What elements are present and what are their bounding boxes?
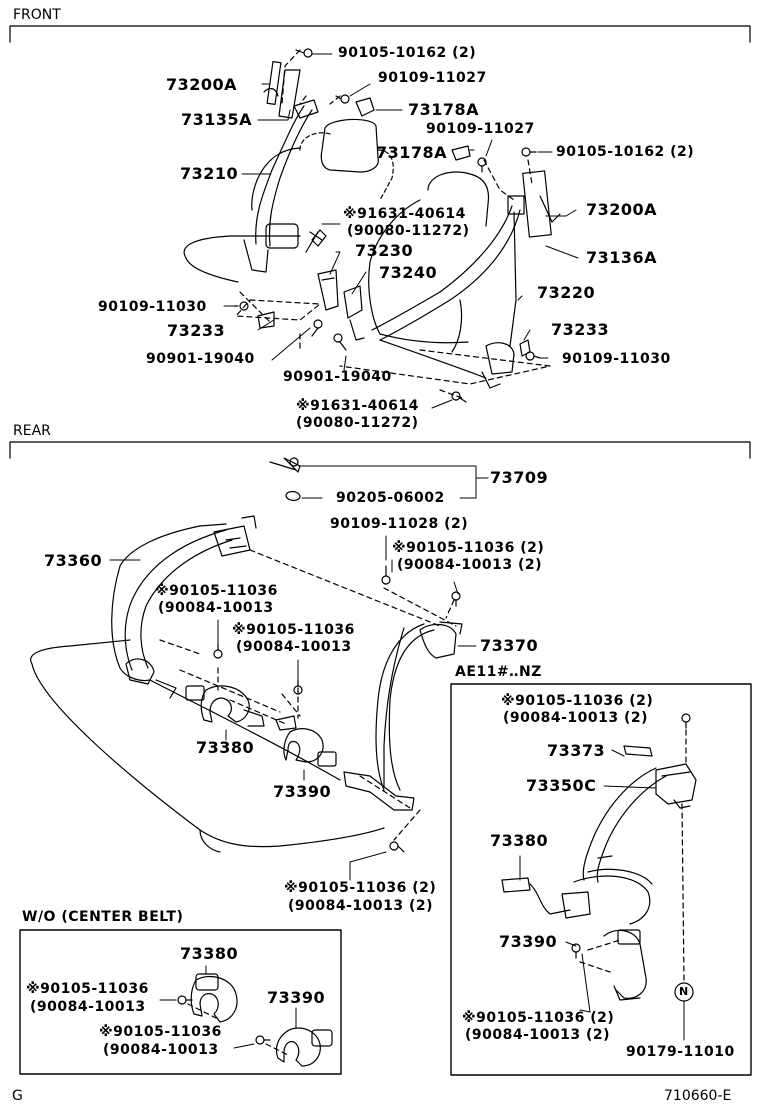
section-front-title: FRONT <box>13 7 61 23</box>
part-label: 73380 <box>490 831 549 850</box>
part-label: 73390 <box>273 782 332 801</box>
part-label: 73135A <box>181 110 253 129</box>
part-label: 73380 <box>196 738 255 757</box>
part-label: 73178A <box>408 100 480 119</box>
part-label: 90109-11027 <box>426 121 535 137</box>
rear-frame <box>9 441 751 459</box>
rear-seat-outline <box>30 523 405 853</box>
part-label: 73233 <box>167 321 226 340</box>
part-label: 90109-11030 <box>562 351 671 367</box>
part-label: (90084-10013 <box>30 999 146 1015</box>
part-label: 73136A <box>586 248 658 267</box>
part-label: ※90105-11036 <box>232 622 355 638</box>
section-rear-title: REAR <box>13 423 51 439</box>
part-label: (90084-10013 (2) <box>288 898 434 914</box>
part-label: 73200A <box>166 75 238 94</box>
front-frame <box>9 25 751 43</box>
part-label: ※90105-11036 (2) <box>501 693 654 709</box>
part-label: 73709 <box>490 468 549 487</box>
part-label: ※90105-11036 <box>155 583 278 599</box>
wo-leader-lines <box>159 965 297 1049</box>
rear-leader-lines <box>109 465 489 881</box>
part-label: 73210 <box>180 164 239 183</box>
part-label: ※90105-11036 (2) <box>284 880 437 896</box>
rear-bolts <box>213 457 461 853</box>
part-label: 73390 <box>267 988 326 1007</box>
front-seat-outline <box>183 118 490 353</box>
part-label: (90084-10013 <box>103 1042 219 1058</box>
wo-buckles <box>177 973 333 1067</box>
part-label: 90901-19040 <box>146 351 255 367</box>
part-label: ※90105-11036 (2) <box>392 540 545 556</box>
part-label: 90105-10162 (2) <box>338 45 477 61</box>
ae11-seatbelt <box>501 713 697 1002</box>
part-label: ※91631-40614 <box>296 398 419 414</box>
part-label: 73390 <box>499 932 558 951</box>
wo-center-belt-box <box>19 929 342 1075</box>
front-leader-lines <box>223 53 579 409</box>
part-label: 73350C <box>526 776 597 795</box>
part-label: 90901-19040 <box>283 369 392 385</box>
part-label: 90105-10162 (2) <box>556 144 695 160</box>
part-label: ※91631-40614 <box>343 206 466 222</box>
part-label: 73240 <box>379 263 438 282</box>
figure-number: 710660-E <box>664 1088 732 1104</box>
footer-left-code: G <box>12 1088 23 1104</box>
front-right-seatbelt <box>371 170 561 389</box>
rear-dashed-guides <box>159 549 457 841</box>
part-label: 90205-06002 <box>336 490 445 506</box>
part-label: ※90105-11036 <box>99 1024 222 1040</box>
part-label: (90084-10013 (2) <box>465 1027 611 1043</box>
part-label: 73178A <box>376 143 448 162</box>
note-marker-n: N <box>679 985 689 998</box>
front-left-seatbelt <box>243 61 319 273</box>
part-label: (90084-10013 <box>158 600 274 616</box>
part-label: 73360 <box>44 551 103 570</box>
part-label: 90109-11027 <box>378 70 487 86</box>
part-label: (90084-10013 <box>236 639 352 655</box>
part-label: 73200A <box>586 200 658 219</box>
part-label: 73220 <box>537 283 596 302</box>
part-label: 90109-11028 (2) <box>330 516 469 532</box>
ae11-leader-lines <box>519 749 685 1041</box>
rear-right-seatbelt <box>343 621 463 811</box>
section-wo-center-belt-title: W/O (CENTER BELT) <box>22 909 184 925</box>
part-label: (90080-11272) <box>347 223 470 239</box>
rear-left-seatbelt <box>124 515 257 699</box>
part-label: 90109-11030 <box>98 299 207 315</box>
part-label: ※90105-11036 <box>26 981 149 997</box>
part-label: 73373 <box>547 741 606 760</box>
part-label: 73233 <box>551 320 610 339</box>
wo-dashed-guides <box>187 1003 291 1057</box>
part-label: 90179-11010 <box>626 1044 735 1060</box>
rear-buckles <box>185 685 337 767</box>
front-bolts <box>233 48 541 403</box>
part-label: ※90105-11036 (2) <box>462 1010 615 1026</box>
part-label: (90084-10013 (2) <box>503 710 649 726</box>
part-label: 73380 <box>180 944 239 963</box>
part-label: 73370 <box>480 636 539 655</box>
ae11-dashed-guides <box>579 729 687 983</box>
part-label: (90084-10013 (2) <box>397 557 543 573</box>
ae11-box <box>450 683 752 1076</box>
section-ae11-title: AE11#‥NZ <box>455 664 542 680</box>
part-label: (90080-11272) <box>296 415 419 431</box>
part-label: 73230 <box>355 241 414 260</box>
front-buckles <box>305 231 365 341</box>
